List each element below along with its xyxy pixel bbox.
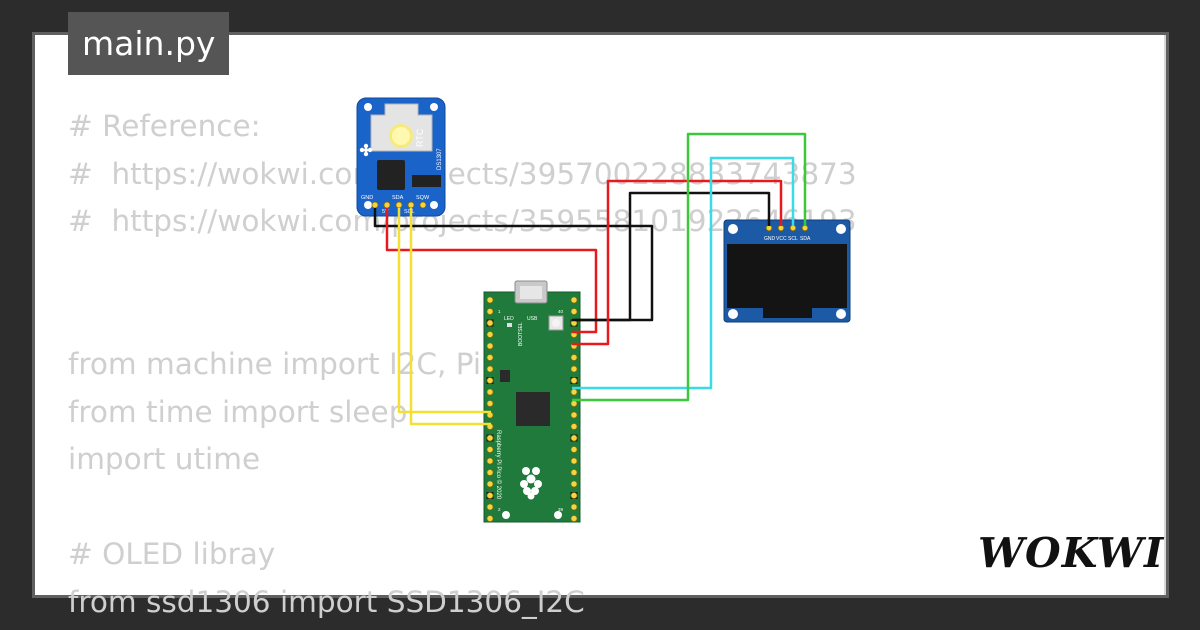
oled-pin-label-sda: SDA [800, 236, 811, 242]
rtc-chip-label: DS1307 [437, 148, 443, 170]
pico-pin-left[interactable] [486, 515, 494, 522]
pico-pin-left[interactable] [486, 503, 494, 511]
oled-pin-vcc[interactable] [777, 224, 785, 232]
pico-pin-left[interactable] [486, 342, 494, 350]
wokwi-logo[interactable]: WOKWI [975, 527, 1164, 579]
pico-pin-number-39: 39 [558, 507, 564, 512]
pico-pin-number-2: 2 [498, 507, 501, 512]
pico-pin-right[interactable] [570, 308, 578, 315]
code-line: # Reference: [68, 109, 261, 143]
pico-pin-right[interactable] [570, 446, 578, 453]
rtc-pin-label-sqw: SQW [416, 195, 430, 201]
rtc-pin-gnd[interactable] [371, 201, 379, 209]
rtc-pin-5v[interactable] [383, 201, 391, 209]
pico-left-header [486, 296, 494, 522]
raspberry-pi-pico[interactable]: LED USB BOOTSEL Raspberry Pi Pico © 2020… [483, 280, 581, 523]
pico-usb-label: USB [527, 316, 538, 322]
pico-pin-left[interactable] [486, 377, 494, 384]
pico-bootsel-label: BOOTSEL [518, 322, 524, 346]
pico-pin-right[interactable] [570, 515, 578, 522]
wire-oled-vcc[interactable] [572, 179, 783, 346]
rtc-pin-sda[interactable] [395, 201, 403, 209]
wire-rtc-scl[interactable] [409, 208, 491, 426]
wokwi-logo-text: WOKWI [978, 529, 1165, 577]
code-line: from time import sleep [68, 394, 408, 429]
pico-pin-right[interactable] [570, 354, 578, 361]
oled-pin-label-gnd: GND [764, 236, 776, 242]
pico-pin-right[interactable] [570, 492, 578, 499]
wire-oled-sda[interactable] [572, 132, 807, 402]
rtc-pin-label-5v: 5V [382, 209, 389, 215]
wire-oled-gnd[interactable] [575, 191, 771, 322]
oled-pin-gnd[interactable] [765, 224, 773, 232]
pico-led-label: LED [504, 316, 514, 322]
project-preview-card: # Reference: # https://wokwi.com/projects… [35, 35, 1166, 619]
pico-pin-left[interactable] [486, 492, 494, 499]
pico-pin-right[interactable] [570, 469, 578, 476]
pico-pin-left[interactable] [486, 296, 494, 304]
pico-pin-left[interactable] [486, 469, 494, 476]
wire-rtc-sda[interactable] [397, 208, 491, 414]
pico-pin-right[interactable] [570, 457, 578, 465]
pico-pin-left[interactable] [486, 365, 494, 373]
pico-pin-right[interactable] [570, 480, 578, 488]
pico-right-header [570, 296, 578, 522]
pico-pin-left[interactable] [486, 434, 494, 442]
pico-pin-left[interactable] [486, 308, 494, 315]
rtc-label: RTC [415, 128, 425, 147]
pico-pin-right[interactable] [570, 377, 578, 384]
rtc-pin-scl[interactable] [407, 201, 415, 209]
pico-pin-left[interactable] [486, 480, 494, 488]
code-editor: # Reference: # https://wokwi.com/projects… [68, 103, 857, 627]
pico-pin-left[interactable] [486, 354, 494, 361]
oled-pin-label-vcc: VCC [776, 236, 787, 242]
oled-pin-scl[interactable] [789, 224, 797, 232]
wire-oled-scl[interactable] [572, 156, 795, 390]
pico-pin-number-40: 40 [558, 309, 564, 314]
pico-pin-number-1: 1 [498, 309, 501, 314]
pico-pin-right[interactable] [570, 423, 578, 430]
pico-pin-right[interactable] [570, 503, 578, 511]
pico-pin-left[interactable] [486, 388, 494, 396]
rtc-module[interactable]: RTC DS1307 GND 5V SDA SCL SQW [356, 97, 446, 217]
rtc-pin-label-sda: SDA [392, 195, 404, 201]
code-line: from ssd1306 import SSD1306_I2C [68, 584, 585, 619]
oled-pin-sda[interactable] [801, 224, 809, 232]
pico-pin-left[interactable] [486, 331, 494, 338]
pico-pin-left[interactable] [486, 446, 494, 453]
pico-pin-right[interactable] [570, 365, 578, 373]
rtc-pin-label-gnd: GND [361, 195, 373, 201]
code-line: import utime [68, 442, 261, 477]
pico-pin-left[interactable] [486, 319, 494, 327]
raspberry-logo-icon [520, 467, 542, 500]
pico-pin-right[interactable] [570, 411, 578, 419]
pico-board-text: Raspberry Pi Pico © 2020 [495, 430, 502, 500]
adafruit-flower-icon [359, 143, 373, 157]
code-line: # https://wokwi.com/projects/39570022883… [68, 156, 857, 191]
pico-pin-left[interactable] [486, 400, 494, 407]
wires [373, 132, 807, 426]
code-line: # OLED libray [68, 537, 276, 572]
file-tab-main-py[interactable]: main.py [68, 12, 230, 75]
wire-rtc-5v[interactable] [385, 208, 598, 334]
rtc-pin-label-scl: SCL [404, 209, 415, 215]
oled-module[interactable]: GND VCC SCL SDA [723, 219, 851, 323]
pico-pin-right[interactable] [570, 296, 578, 304]
pico-pin-right[interactable] [570, 388, 578, 396]
rtc-pin-sqw[interactable] [419, 201, 427, 209]
oled-pin-label-scl: SCL [788, 236, 798, 242]
editor-scroll-gutter [1164, 35, 1166, 595]
pico-pin-right[interactable] [570, 434, 578, 442]
pico-pin-left[interactable] [486, 457, 494, 465]
